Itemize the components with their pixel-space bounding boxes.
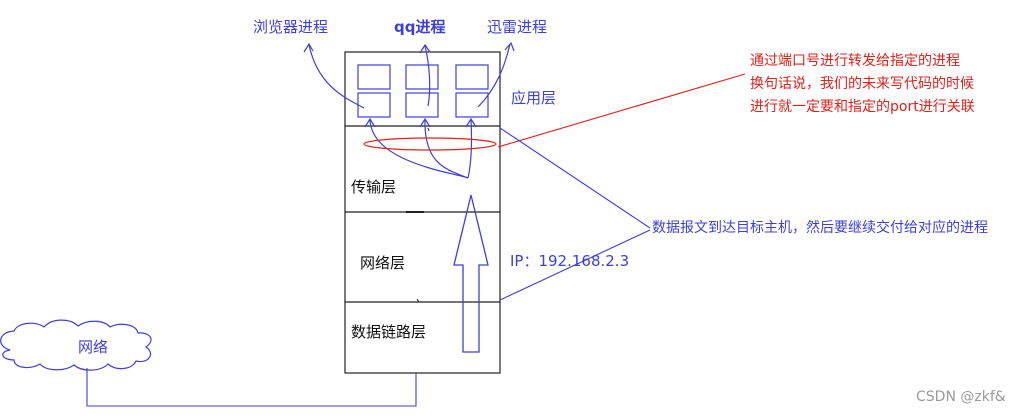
demux-arrow-browser [369,119,469,179]
process-boxes [357,64,489,118]
qq-process-label: qq进程 [394,18,446,36]
datalink-layer-label: 数据链路层 [351,323,427,341]
xunlei-process-label: 迅雷进程 [487,18,548,36]
demux-arrow-qq [424,119,469,179]
port-highlight-ellipse [363,137,497,151]
delivery-note: 数据报文到达目标主机，然后要继续交付给对应的进程 [652,220,988,236]
port-note: 通过端口号进行转发给指定的进程 换句话说，我们的未来写代码的时候 进行就一定要和… [750,50,975,119]
delivery-note-pointer-upper [499,127,651,229]
process-label-arrows [303,41,515,109]
port-note-line-2: 换句话说，我们的未来写代码的时候 [750,76,974,92]
port-note-line-3: 进行就一定要和指定的port进行关联 [750,99,975,115]
delivery-note-pointer-lower [499,229,651,301]
arrow-to-qq-label [424,45,431,107]
port-note-line-1: 通过端口号进行转发给指定的进程 [750,53,960,69]
process-box-xunlei [455,92,489,118]
browser-process-label: 浏览器进程 [253,18,329,36]
demux-arrows [364,117,477,179]
port-note-pointer [497,73,746,148]
ip-address-label: IP：192.168.2.3 [510,252,630,270]
watermark: CSDN @zkf& [916,389,1006,405]
process-box-xunlei-top [455,64,489,90]
process-box-qq-top [405,64,439,90]
cloud-label: 网络 [78,338,109,356]
arrow-to-xunlei-label [477,43,511,108]
process-box-browser-top [357,64,391,90]
demux-arrow-xunlei [467,119,473,179]
upward-delivery-arrow [453,194,489,353]
process-box-browser [357,92,391,118]
application-layer-label: 应用层 [511,89,557,107]
arrow-to-browser-label [308,44,365,109]
network-cloud [0,319,152,371]
cloud-to-host-link [86,368,417,407]
network-layer-label: 网络层 [360,254,406,272]
transport-layer-label: 传输层 [351,178,397,196]
process-box-qq [405,92,439,118]
